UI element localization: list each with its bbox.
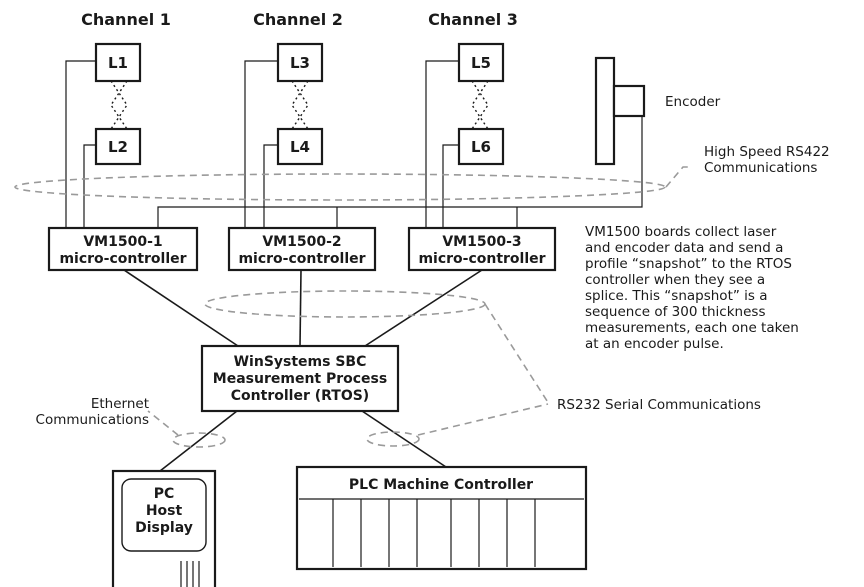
rs422-comm-ellipse [14, 173, 666, 201]
laser-l3-box [276, 42, 324, 83]
plc-label: PLC Machine Controller [349, 477, 533, 493]
laser-l1-label: L1 [108, 54, 128, 72]
laser-l5-label: L5 [471, 54, 491, 72]
rs232-callout-upper [484, 303, 550, 405]
laser-l2-box [94, 127, 142, 166]
vm-to-sbc-links [123, 269, 483, 347]
description-line: profile “snapshot” to the RTOS [585, 256, 792, 272]
sbc-to-pc-link [159, 410, 238, 472]
sbc-title-line1: WinSystems SBC [234, 354, 367, 370]
rs422-label-line1: High Speed RS422 [704, 144, 830, 160]
description-line: at an encoder pulse. [585, 336, 724, 352]
vm1500-3-title: VM1500-3 [442, 234, 521, 250]
ethernet-callout-line [147, 410, 179, 436]
laser-wires [65, 60, 459, 228]
description-line: controller when they see a [585, 272, 765, 288]
rs232-callout-lower [417, 403, 549, 436]
sbc-title-line3: Controller (RTOS) [231, 388, 369, 404]
description-line: splice. This “snapshot” is a [585, 288, 768, 304]
encoder-bus [157, 116, 643, 228]
description-line: VM1500 boards collect laser [585, 224, 777, 240]
vm1500-3-subtitle: micro-controller [418, 251, 545, 267]
vm1500-description: VM1500 boards collect laser and encoder … [585, 224, 799, 352]
laser-l2-label: L2 [108, 138, 128, 156]
vm1500-1-subtitle: micro-controller [59, 251, 186, 267]
description-line: sequence of 300 thickness [585, 304, 765, 320]
pc-label-line3: Display [135, 520, 193, 536]
pc-label-line1: PC [154, 486, 175, 502]
laser-l6-label: L6 [471, 138, 491, 156]
channel-2-heading: Channel 2 [253, 10, 343, 29]
description-line: measurements, each one taken [585, 320, 799, 336]
vm1500-1-box [47, 226, 199, 272]
rs232-plc-ellipse [366, 431, 420, 447]
pc-host-display [111, 469, 217, 587]
rs422-label-line2: Communications [704, 160, 817, 176]
rs422-callout-line [665, 166, 690, 188]
laser-l4-label: L4 [290, 138, 310, 156]
vm1500-2-box [227, 226, 377, 272]
laser-l4-box [276, 127, 324, 166]
encoder-label: Encoder [665, 94, 721, 110]
laser-l5-box [457, 42, 505, 83]
laser-pair-links [110, 80, 489, 130]
sbc-title-line2: Measurement Process [213, 371, 387, 387]
vm1500-2-subtitle: micro-controller [238, 251, 365, 267]
ethernet-label-line2: Communications [36, 412, 149, 428]
laser-l6-box [457, 127, 505, 166]
rs232-label: RS232 Serial Communications [557, 397, 761, 413]
vm1500-1-title: VM1500-1 [83, 234, 162, 250]
sbc-to-plc-link [361, 410, 447, 468]
vm1500-2-title: VM1500-2 [262, 234, 341, 250]
channel-3-heading: Channel 3 [428, 10, 518, 29]
ethernet-label-line1: Ethernet [91, 396, 149, 412]
ethernet-ellipse [172, 432, 226, 448]
laser-l1-box [94, 42, 142, 83]
laser-l3-label: L3 [290, 54, 310, 72]
description-line: and encoder data and send a [585, 240, 783, 256]
pc-label-line2: Host [146, 503, 183, 519]
plc-machine-controller [295, 465, 588, 571]
sbc-controller-box [200, 344, 400, 413]
channel-1-heading: Channel 1 [81, 10, 171, 29]
encoder-icon [594, 56, 646, 166]
